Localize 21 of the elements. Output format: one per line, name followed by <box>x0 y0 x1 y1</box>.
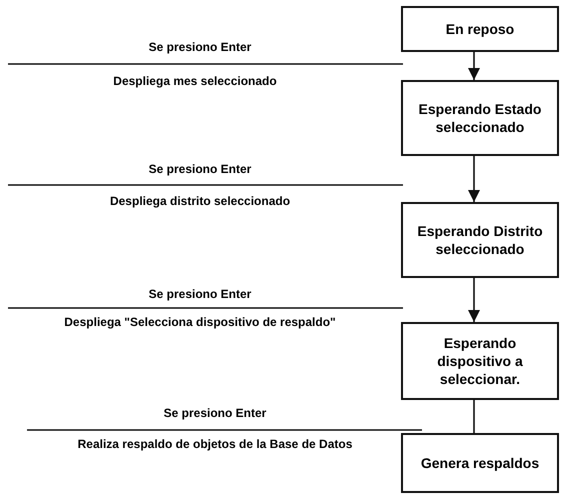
state-box <box>401 433 559 493</box>
state-box <box>401 6 559 52</box>
action-text: Despliega mes seleccionado <box>112 74 278 89</box>
event-text: Se presiono Enter <box>162 406 268 421</box>
state-box <box>401 202 559 278</box>
action-text: Despliega distrito seleccionado <box>108 194 292 209</box>
state-label: Esperando Distrito seleccionado <box>416 222 544 258</box>
event-text: Se presiono Enter <box>148 287 252 302</box>
arrow <box>468 52 480 80</box>
state-label: Esperando dispositivo a seleccionar. <box>436 334 524 388</box>
action-text: Despliega "Selecciona dispositivo de respaldo" <box>63 315 337 330</box>
event-text: Se presiono Enter <box>148 40 252 55</box>
state-box <box>401 80 559 156</box>
state-label: Genera respaldos <box>420 454 540 472</box>
state-box <box>401 322 559 400</box>
state-label: Esperando Estado seleccionado <box>418 100 542 136</box>
state-label: En reposo <box>446 20 514 38</box>
action-text: Realiza respaldo de objetos de la Base de Datos <box>76 437 354 452</box>
event-text: Se presiono Enter <box>148 162 252 177</box>
arrow <box>468 156 480 202</box>
arrow <box>468 278 480 322</box>
